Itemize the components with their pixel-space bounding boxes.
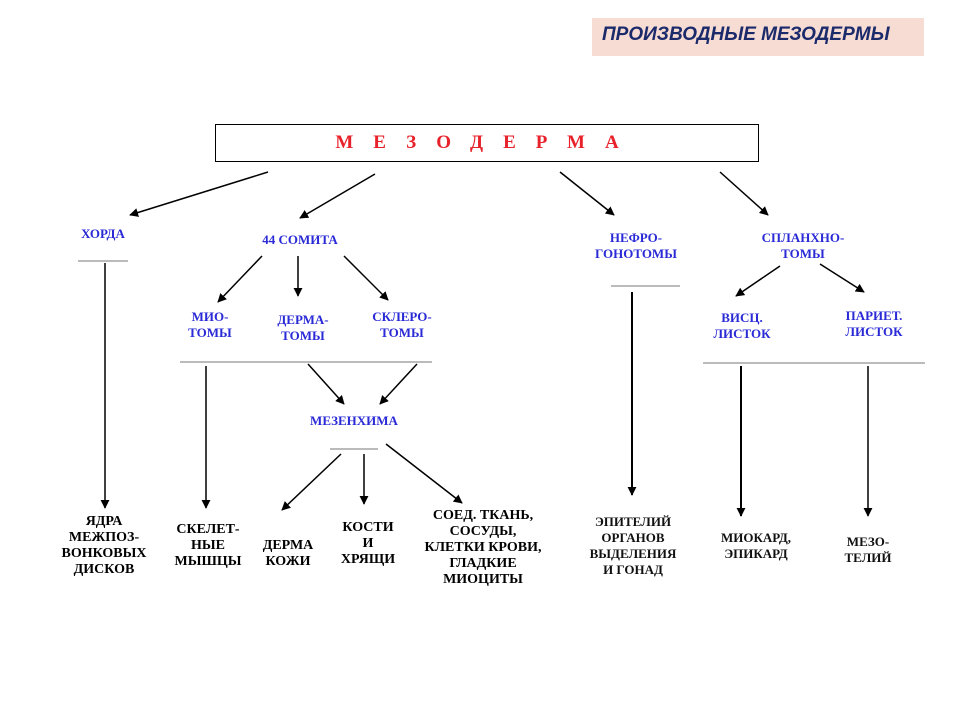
arrow-to-nephro	[559, 171, 615, 216]
myotomes-line-2: ТОМЫ	[188, 325, 232, 340]
sclerotomes-line-2: ТОМЫ	[380, 325, 424, 340]
arrow-dermatomes-to-mesenchyme	[307, 363, 345, 405]
arrow-sclerotomes-to-mesenchyme	[379, 363, 418, 405]
arrow-to-dermis	[281, 453, 342, 511]
epithelium-line-2: ОРГАНОВ	[601, 530, 665, 545]
title-banner	[592, 18, 924, 56]
discs-line-3: ВОНКОВЫХ	[61, 546, 147, 561]
splanchno-line-2: ТОМЫ	[781, 246, 825, 261]
arrow-to-sclerotomes	[343, 255, 389, 301]
nephro-line-1: НЕФРО-	[609, 230, 663, 245]
mesothelium-line-1: МЕЗО-	[846, 534, 890, 549]
connective-line-2: СОСУДЫ,	[449, 524, 517, 539]
visceral-leaflet-label: ВИСЦ. ЛИСТОК	[700, 310, 784, 342]
myotomes-label: МИО- ТОМЫ	[170, 309, 250, 341]
connective-line-1: СОЕД. ТКАНЬ,	[432, 508, 534, 523]
discs-line-2: МЕЖПОЗ-	[68, 530, 140, 545]
parietal-line-2: ЛИСТОК	[845, 324, 903, 339]
myotomes-line-1: МИО-	[191, 309, 229, 324]
sclerotomes-label: СКЛЕРО- ТОМЫ	[354, 309, 450, 341]
muscles-line-3: МЫШЦЫ	[174, 554, 242, 569]
bones-line-2: И	[362, 536, 374, 551]
nephro-line-2: ГОНОТОМЫ	[595, 246, 677, 261]
bones-cartilage-label: КОСТИ И ХРЯЩИ	[328, 520, 408, 568]
bones-line-1: КОСТИ	[342, 520, 394, 535]
parietal-leaflet-label: ПАРИЕТ. ЛИСТОК	[828, 308, 920, 340]
arrow-to-connective	[385, 443, 463, 504]
visceral-line-2: ЛИСТОК	[713, 326, 771, 341]
mesothelium-line-2: ТЕЛИЙ	[844, 550, 892, 565]
arrow-to-parietal	[819, 263, 865, 293]
dermis-line-2: КОЖИ	[265, 554, 311, 569]
dermatomes-line-2: ТОМЫ	[281, 328, 325, 343]
arrow-to-splanchno	[719, 171, 769, 216]
epithelium-line-3: ВЫДЕЛЕНИЯ	[589, 546, 677, 561]
splanchnotomes-label: СПЛАНХНО- ТОМЫ	[738, 230, 868, 262]
connective-tissue-label: СОЕД. ТКАНЬ, СОСУДЫ, КЛЕТКИ КРОВИ, ГЛАДК…	[408, 508, 558, 588]
nephrogonotomes-label: НЕФРО- ГОНОТОМЫ	[576, 230, 696, 262]
somites-label: 44 СОМИТА	[262, 232, 338, 247]
mesoderm-label: МЕЗОДЕРМА	[335, 132, 639, 153]
chorda-label: ХОРДА	[81, 226, 125, 241]
sclerotomes-line-1: СКЛЕРО-	[372, 309, 432, 324]
muscles-line-1: СКЕЛЕТ-	[176, 522, 240, 537]
myocard-line-2: ЭПИКАРД	[724, 546, 788, 561]
mesenchyme-label: МЕЗЕНХИМА	[310, 413, 398, 428]
epithelium-label: ЭПИТЕЛИЙ ОРГАНОВ ВЫДЕЛЕНИЯ И ГОНАД	[574, 514, 692, 578]
mesothelium-label: МЕЗО- ТЕЛИЙ	[826, 534, 910, 566]
intervertebral-discs-label: ЯДРА МЕЖПОЗ- ВОНКОВЫХ ДИСКОВ	[44, 514, 164, 578]
dermatomes-label: ДЕРМА- ТОМЫ	[258, 312, 348, 344]
myocard-line-1: МИОКАРД,	[720, 530, 792, 545]
skeletal-muscles-label: СКЕЛЕТ- НЫЕ МЫШЦЫ	[160, 522, 256, 570]
connective-line-4: ГЛАДКИЕ	[449, 556, 517, 571]
visceral-line-1: ВИСЦ.	[721, 310, 763, 325]
dermis-label: ДЕРМА КОЖИ	[248, 538, 328, 570]
discs-line-1: ЯДРА	[85, 514, 123, 529]
myocard-epicard-label: МИОКАРД, ЭПИКАРД	[700, 530, 812, 562]
epithelium-line-1: ЭПИТЕЛИЙ	[594, 514, 672, 529]
page-title: ПРОИЗВОДНЫЕ МЕЗОДЕРМЫ	[602, 24, 890, 45]
splanchno-line-1: СПЛАНХНО-	[761, 230, 845, 245]
connective-line-5: МИОЦИТЫ	[443, 572, 523, 587]
mesoderm-box	[215, 124, 759, 162]
parietal-line-1: ПАРИЕТ.	[845, 308, 903, 323]
arrow-to-chorda	[129, 171, 269, 217]
discs-line-4: ДИСКОВ	[73, 562, 135, 577]
dermatomes-line-1: ДЕРМА-	[277, 312, 329, 327]
epithelium-line-4: И ГОНАД	[603, 562, 663, 577]
arrow-to-visceral	[735, 265, 781, 297]
arrow-to-myotomes	[217, 255, 263, 303]
muscles-line-2: НЫЕ	[191, 538, 225, 553]
dermis-line-1: ДЕРМА	[262, 538, 314, 553]
connective-line-3: КЛЕТКИ КРОВИ,	[424, 540, 542, 555]
bones-line-3: ХРЯЩИ	[340, 552, 396, 567]
arrow-to-somites	[299, 173, 376, 219]
